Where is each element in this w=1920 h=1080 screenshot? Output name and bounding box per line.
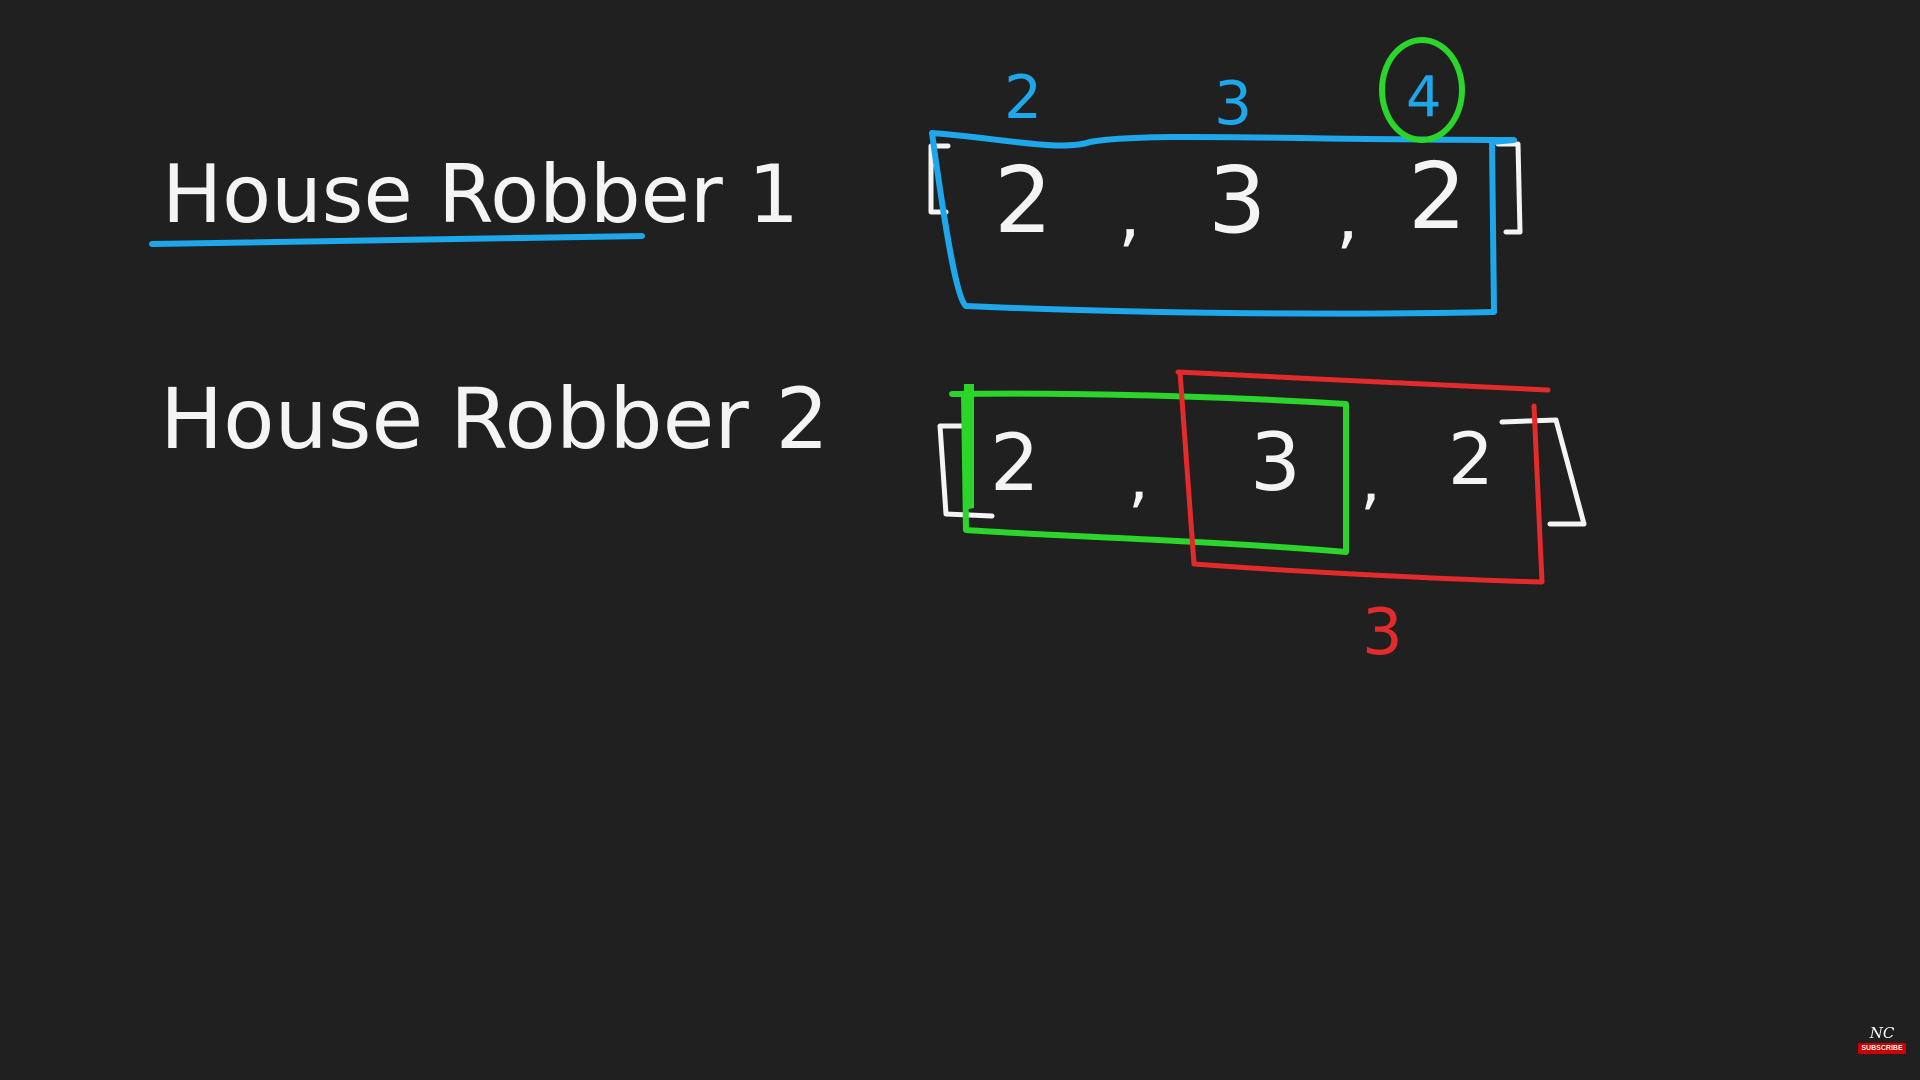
subscribe-button[interactable]: SUBSCRIBE: [1858, 1043, 1906, 1054]
array-2-left-bracket: [937, 423, 995, 519]
array-1-separator: ,: [1118, 171, 1141, 255]
array-2-separator: ,: [1128, 439, 1149, 516]
heading-1-underline: [149, 233, 645, 247]
array-2-value: 3: [1250, 416, 1301, 509]
heading-house-robber-2: House Robber 2: [160, 370, 829, 468]
array-2-value: 2: [1448, 417, 1494, 501]
heading-house-robber-1: House Robber 1: [162, 148, 799, 241]
array-1-left-bracket: [928, 143, 951, 215]
subarray-without-last-box: [949, 390, 1349, 555]
max-answer-circle: [1379, 37, 1465, 143]
subarray-without-first-box: [1175, 369, 1551, 585]
array-1-value: 3: [1208, 147, 1267, 254]
array-1-value: 2: [994, 147, 1053, 254]
annotation-subarray-max: 3: [1362, 596, 1403, 670]
array-1-separator: ,: [1336, 173, 1359, 257]
array-1-value: 2: [1408, 143, 1467, 250]
annotation-max: 4: [1406, 65, 1442, 130]
array-2-value: 2: [990, 419, 1040, 509]
channel-logo: NC: [1869, 1024, 1895, 1042]
subarray-start-marker: [964, 384, 974, 510]
array-1-right-bracket: [1495, 141, 1523, 235]
array-1-selection-box: [929, 130, 1517, 317]
annotation-sum: 3: [1214, 69, 1252, 139]
annotation-sum: 2: [1004, 63, 1042, 133]
array-2-separator: ,: [1360, 441, 1381, 518]
channel-watermark[interactable]: NC SUBSCRIBE: [1858, 1024, 1906, 1054]
array-2-right-bracket: [1499, 417, 1587, 527]
